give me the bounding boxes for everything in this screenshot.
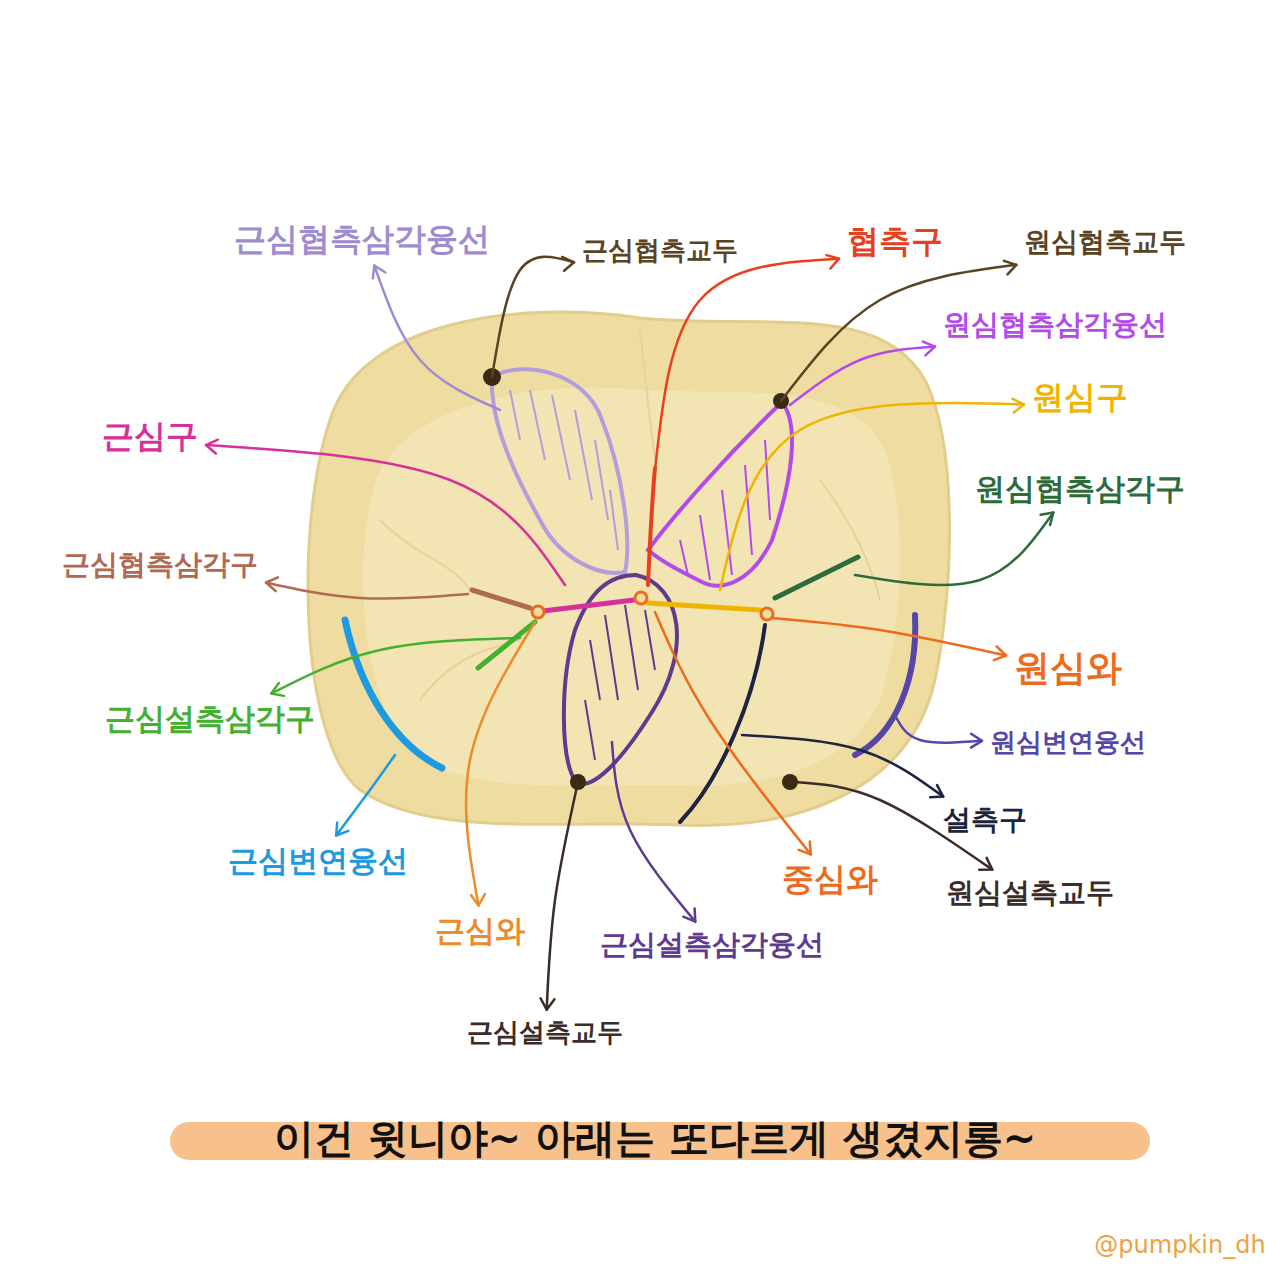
part-label: 근심설측삼각융선	[600, 930, 824, 961]
leader-line	[271, 638, 520, 696]
leader-line	[492, 257, 574, 377]
leader-line	[466, 622, 535, 906]
caption: 이건 윗니야~ 아래는 또다르게 생겼지롱~	[274, 1111, 1037, 1166]
leader-line	[655, 612, 811, 854]
part-label: 근심협측삼각융선	[234, 222, 490, 257]
part-label: 근심설측삼각구	[105, 702, 315, 735]
leader-line	[855, 513, 1053, 586]
part-label: 원심구	[1032, 380, 1128, 415]
part-label: 협측구	[847, 224, 943, 259]
part-label: 중심와	[782, 862, 878, 897]
hatch	[510, 390, 618, 550]
grooves	[345, 468, 915, 822]
leader-line	[266, 577, 468, 598]
part-label: 근심와	[435, 914, 525, 947]
part-label: 원심와	[1014, 648, 1122, 688]
db-ridge	[648, 402, 792, 586]
part-label: 설측구	[943, 805, 1027, 836]
part-label: 원심협측삼각융선	[943, 310, 1167, 341]
part-label: 원심협측교두	[1024, 227, 1186, 257]
tooth-outline	[308, 312, 950, 825]
part-label: 근심설측교두	[467, 1018, 623, 1047]
watermark: @pumpkin_dh	[1094, 1232, 1265, 1258]
part-label: 원심협측삼각구	[975, 472, 1185, 505]
part-label: 근심변연융선	[228, 844, 408, 877]
part-label: 근심협측교두	[582, 236, 738, 265]
part-label: 근심협측삼각구	[62, 550, 258, 581]
leader-line	[895, 715, 982, 748]
fossae	[532, 592, 773, 620]
leader-line	[541, 782, 578, 1010]
mb-ridge	[492, 369, 627, 573]
occlusal-table	[363, 388, 900, 786]
surface-detail	[380, 330, 880, 700]
part-label: 원심변연융선	[990, 728, 1146, 757]
leader-line	[373, 266, 500, 410]
leader-line	[612, 742, 695, 922]
hatch	[585, 605, 655, 760]
part-label: 근심구	[102, 419, 198, 454]
leader-line	[206, 440, 565, 585]
leader-line	[772, 618, 1006, 660]
leader-line	[336, 755, 395, 836]
part-label: 원심설측교두	[946, 878, 1114, 909]
leader-line	[790, 342, 935, 405]
cusp-tips	[483, 368, 798, 790]
hatch	[680, 440, 770, 580]
